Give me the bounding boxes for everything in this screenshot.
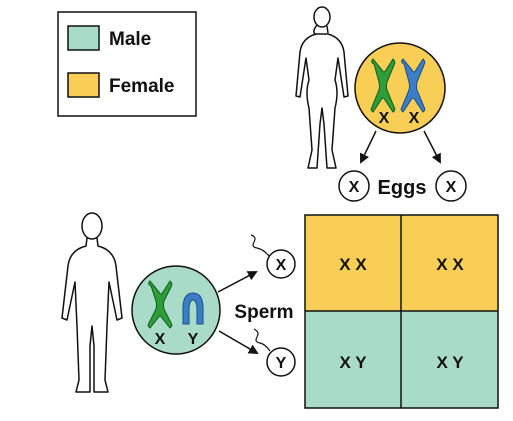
punnett-square: X X X X X Y X Y (304, 214, 499, 409)
x-chromosome-icon (400, 58, 426, 113)
legend-label-female: Female (109, 76, 174, 97)
egg-right (435, 170, 467, 202)
male-cell: X Y (131, 265, 221, 355)
punnett-cell-r1c2: X X (436, 255, 464, 274)
arrow-to-sperm-y (218, 330, 259, 355)
sperm-x-label: X (276, 257, 287, 274)
male-chromosome-label-1: X (155, 331, 166, 348)
legend-swatch-female (67, 72, 100, 98)
female-chromosome-label-1: X (379, 110, 390, 127)
legend: Male Female (57, 11, 197, 117)
x-chromosome-icon (370, 58, 396, 113)
sperm-x: X (250, 234, 296, 279)
sperm-tail-icon (253, 328, 271, 352)
x-chromosome-icon (147, 280, 173, 329)
male-chromosome-label-2: Y (188, 331, 199, 348)
eggs-label: Eggs (378, 177, 427, 199)
sperm-y: Y (253, 328, 296, 377)
sperm-x-head (266, 249, 296, 279)
female-chromosome-label-2: X (409, 110, 420, 127)
punnett-cell-r2c1: X Y (339, 353, 367, 372)
punnett-cell-r2c2: X Y (436, 353, 464, 372)
female-cell: X X (354, 42, 446, 134)
legend-label-male: Male (109, 29, 151, 50)
female-silhouette-icon (295, 6, 349, 169)
sperm-y-label: Y (276, 355, 287, 372)
arrow-to-egg-right (423, 130, 441, 164)
male-cell-circle (131, 265, 221, 355)
sperm-label: Sperm (234, 302, 293, 323)
punnett-cell-r1c1: X X (339, 255, 367, 274)
legend-swatch-male (67, 25, 100, 51)
y-chromosome-icon (182, 292, 204, 325)
male-silhouette-icon (61, 212, 123, 393)
sperm-tail-icon (250, 234, 270, 257)
arrow-to-sperm-x (217, 271, 258, 293)
egg-right-label: X (446, 179, 457, 196)
egg-left (338, 170, 370, 202)
female-cell-circle (354, 42, 446, 134)
arrow-to-egg-left (359, 130, 377, 164)
egg-left-label: X (349, 179, 360, 196)
eggs-row: X Eggs X (338, 170, 467, 202)
sperm-y-head (266, 347, 296, 377)
